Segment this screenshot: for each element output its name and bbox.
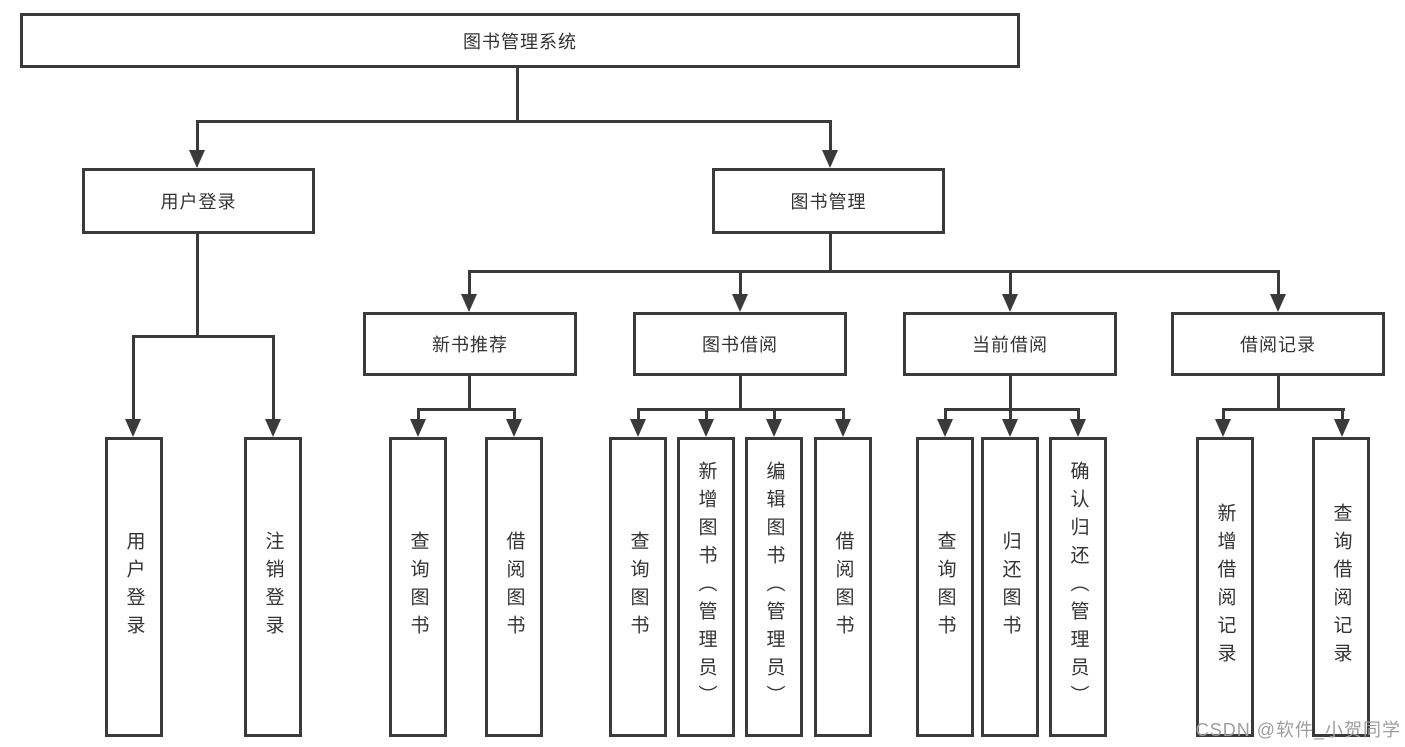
- connector-line: [637, 408, 845, 411]
- leaf-borrow-books-borrowing: 借阅图书: [814, 437, 872, 737]
- arrow-down-icon: [1334, 419, 1350, 437]
- connector-line: [272, 335, 275, 419]
- arrow-down-icon: [461, 294, 477, 312]
- leaf-query-books-borrowing: 查询图书: [609, 437, 667, 737]
- node-label: 图书管理: [790, 192, 867, 212]
- node-label: 查询图书: [407, 531, 429, 643]
- connector-line: [468, 270, 1280, 273]
- connector-line: [944, 408, 947, 419]
- node-root-library-management-system: 图书管理系统: [20, 13, 1020, 68]
- connector-line: [1009, 376, 1012, 408]
- connector-line: [196, 234, 199, 335]
- arrow-down-icon: [630, 419, 646, 437]
- arrow-down-icon: [822, 150, 838, 168]
- connector-line: [516, 68, 519, 120]
- connector-line: [829, 234, 832, 270]
- connector-line: [1077, 408, 1080, 419]
- node-user-login: 用户登录: [82, 168, 315, 234]
- connector-line: [1222, 408, 1225, 419]
- node-current-borrowing: 当前借阅: [903, 312, 1117, 376]
- node-label: 图书借阅: [702, 335, 778, 355]
- arrow-down-icon: [125, 419, 141, 437]
- connector-line: [196, 120, 832, 123]
- node-book-management: 图书管理: [712, 168, 945, 234]
- node-label: 编辑图书（管理员）: [763, 461, 785, 713]
- node-label: 新增借阅记录: [1214, 503, 1236, 671]
- arrow-down-icon: [1002, 294, 1018, 312]
- arrow-down-icon: [1270, 294, 1286, 312]
- connector-line: [132, 335, 135, 419]
- node-label: 新书推荐: [432, 335, 508, 355]
- connector-line: [842, 408, 845, 419]
- connector-line: [705, 408, 708, 419]
- node-label: 确认归还（管理员）: [1067, 461, 1089, 713]
- connector-line: [417, 408, 516, 411]
- leaf-query-borrow-record: 查询借阅记录: [1312, 437, 1370, 737]
- node-label: 归还图书: [999, 531, 1021, 643]
- connector-line: [1277, 270, 1280, 294]
- arrow-down-icon: [1070, 419, 1086, 437]
- leaf-logout: 注销登录: [244, 437, 302, 737]
- arrow-down-icon: [698, 419, 714, 437]
- leaf-add-books-admin: 新增图书（管理员）: [677, 437, 735, 737]
- node-label: 图书管理系统: [463, 31, 577, 52]
- leaf-user-login: 用户登录: [105, 437, 163, 737]
- connector-line: [468, 270, 471, 294]
- leaf-confirm-return-admin: 确认归还（管理员）: [1049, 437, 1107, 737]
- arrow-down-icon: [1215, 419, 1231, 437]
- node-label: 借阅图书: [503, 531, 525, 643]
- connector-line: [829, 120, 832, 150]
- connector-line: [196, 120, 199, 150]
- csdn-watermark: CSDN @软件_小贺同学: [1195, 720, 1401, 740]
- node-borrowing-records: 借阅记录: [1171, 312, 1385, 376]
- leaf-return-books: 归还图书: [981, 437, 1039, 737]
- connector-line: [739, 376, 742, 408]
- connector-line: [1009, 270, 1012, 294]
- node-label: 注销登录: [262, 531, 284, 643]
- node-label: 借阅记录: [1240, 335, 1316, 355]
- node-label: 当前借阅: [972, 335, 1048, 355]
- connector-line: [1009, 408, 1012, 419]
- connector-line: [637, 408, 640, 419]
- connector-line: [773, 408, 776, 419]
- arrow-down-icon: [265, 419, 281, 437]
- leaf-query-books-current: 查询图书: [916, 437, 974, 737]
- arrow-down-icon: [410, 419, 426, 437]
- node-label: 新增图书（管理员）: [695, 461, 717, 713]
- arrow-down-icon: [732, 294, 748, 312]
- connector-line: [513, 408, 516, 419]
- node-label: 借阅图书: [832, 531, 854, 643]
- leaf-add-borrow-record: 新增借阅记录: [1196, 437, 1254, 737]
- node-label: 用户登录: [123, 531, 145, 643]
- node-label: 查询图书: [627, 531, 649, 643]
- arrow-down-icon: [1002, 419, 1018, 437]
- connector-line: [417, 408, 420, 419]
- node-label: 查询图书: [934, 531, 956, 643]
- node-label: 用户登录: [160, 192, 237, 212]
- connector-line: [739, 270, 742, 294]
- connector-line: [132, 335, 275, 338]
- connector-line: [1341, 408, 1344, 419]
- connector-line: [1222, 408, 1345, 411]
- arrow-down-icon: [835, 419, 851, 437]
- arrow-down-icon: [506, 419, 522, 437]
- node-label: 查询借阅记录: [1330, 503, 1352, 671]
- arrow-down-icon: [937, 419, 953, 437]
- connector-line: [468, 376, 471, 408]
- connector-line: [1277, 376, 1280, 408]
- leaf-borrow-books-recommend: 借阅图书: [485, 437, 543, 737]
- node-book-borrowing: 图书借阅: [633, 312, 847, 376]
- arrow-down-icon: [766, 419, 782, 437]
- node-new-book-recommendation: 新书推荐: [363, 312, 577, 376]
- leaf-edit-books-admin: 编辑图书（管理员）: [745, 437, 803, 737]
- arrow-down-icon: [189, 150, 205, 168]
- connector-line: [944, 408, 1080, 411]
- leaf-query-books-recommend: 查询图书: [389, 437, 447, 737]
